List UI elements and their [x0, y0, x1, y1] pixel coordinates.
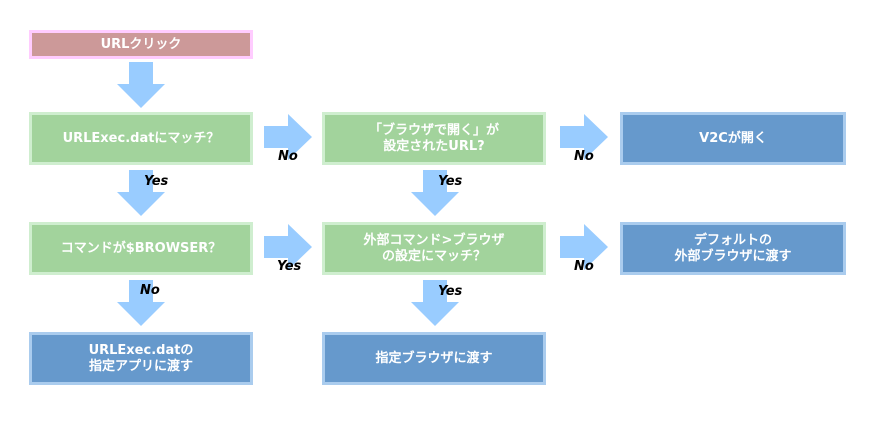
- arrow-down-urlexec: [117, 170, 165, 216]
- label-no-cmd: No: [140, 283, 160, 298]
- label-no-urlexec: No: [278, 149, 298, 164]
- label-yes-urlexec: Yes: [144, 174, 169, 189]
- label-no-setting: No: [574, 149, 594, 164]
- node-v2c-opens: V2Cが開く: [620, 112, 846, 165]
- arrow-right-urlexec: [264, 114, 312, 160]
- arrow-down-cmd: [117, 280, 165, 326]
- node-default-external-browser: デフォルトの 外部ブラウザに渡す: [620, 222, 846, 275]
- label-yes-extcmd: Yes: [438, 284, 463, 299]
- arrow-right-extcmd: [560, 224, 608, 270]
- arrow-right-cmd: [264, 224, 312, 270]
- label-yes-setting: Yes: [438, 174, 463, 189]
- arrow-down-extcmd: [411, 280, 459, 326]
- node-command-browser: コマンドが$BROWSER？: [29, 222, 253, 275]
- node-external-command-match: 外部コマンド>ブラウザ の設定にマッチ？: [322, 222, 546, 275]
- arrow-down-setting: [411, 170, 459, 216]
- node-browser-setting: 「ブラウザで開く」が 設定されたURL?: [322, 112, 546, 165]
- node-pass-to-app: URLExec.datの 指定アプリに渡す: [29, 332, 253, 385]
- label-no-extcmd: No: [574, 259, 594, 274]
- node-urlexec-match: URLExec.datにマッチ？: [29, 112, 253, 165]
- label-yes-cmd: Yes: [277, 259, 302, 274]
- arrow-down-start: [117, 62, 165, 108]
- arrow-right-setting: [560, 114, 608, 160]
- node-url-click: URLクリック: [29, 30, 253, 59]
- node-pass-to-browser: 指定ブラウザに渡す: [322, 332, 546, 385]
